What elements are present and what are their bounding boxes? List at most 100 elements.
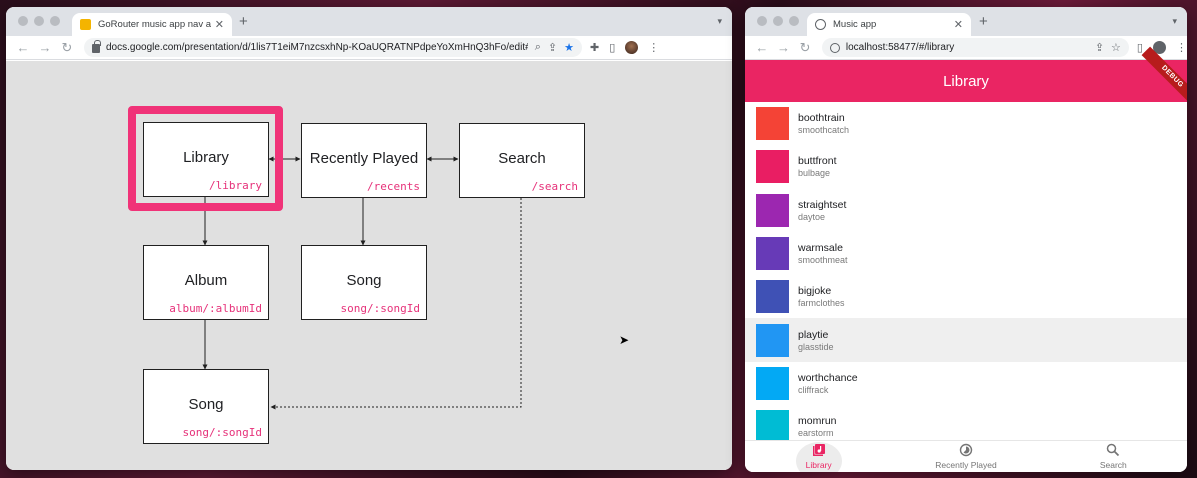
new-tab-plus-icon[interactable]: +	[239, 13, 248, 30]
minimize-window-button[interactable]	[773, 16, 783, 26]
site-info-icon[interactable]	[829, 42, 840, 53]
browser-toolbar: ← → ↻ docs.google.com/presentation/d/1li…	[6, 36, 732, 60]
address-bar[interactable]: localhost:58477/#/library ⇪ ☆	[821, 38, 1129, 57]
box-title: Recently Played	[309, 150, 419, 167]
lock-icon	[92, 40, 101, 53]
nav-label: Recently Played	[935, 460, 997, 470]
box-title: Song	[346, 272, 382, 289]
search-icon	[1106, 443, 1120, 457]
list-item-subtitle: farmclothes	[798, 298, 845, 309]
side-panel-icon[interactable]: ▯	[1136, 42, 1143, 54]
tab-slides[interactable]: GoRouter music app nav animation ✕	[72, 13, 232, 36]
close-window-button[interactable]	[757, 16, 767, 26]
profile-avatar[interactable]	[625, 41, 639, 54]
box-route: song/:songId	[340, 302, 420, 315]
album-color-swatch	[756, 237, 789, 271]
tab-close-icon[interactable]: ✕	[953, 19, 963, 31]
list-item-title: straightset	[798, 198, 847, 211]
library-music-icon	[812, 443, 826, 457]
reload-icon[interactable]: ↻	[799, 39, 811, 55]
back-arrow-icon[interactable]: ←	[755, 39, 769, 55]
tab-strip: GoRouter music app nav animation ✕ + ▾	[6, 7, 732, 36]
album-color-swatch	[756, 193, 789, 227]
share-icon[interactable]: ⇪	[1094, 42, 1105, 54]
diagram-box-song-mid: Song song/:songId	[301, 245, 427, 320]
tab-search-chevron-icon[interactable]: ▾	[717, 16, 722, 26]
library-highlight-frame	[128, 106, 283, 211]
address-text: localhost:58477/#/library	[845, 42, 955, 53]
profile-avatar[interactable]	[1152, 41, 1166, 54]
list-item-title: bigjoke	[798, 285, 832, 298]
box-route: song/:songId	[182, 426, 262, 439]
share-icon[interactable]: ⇪	[547, 42, 558, 54]
box-title: Library	[183, 149, 229, 166]
list-item-subtitle: cliffrack	[798, 384, 829, 395]
forward-arrow-icon[interactable]: →	[38, 39, 52, 55]
side-panel-icon[interactable]: ▯	[609, 42, 616, 54]
new-tab-plus-icon[interactable]: +	[979, 13, 988, 30]
app-bar: Library	[745, 60, 1187, 102]
timelapse-icon	[959, 443, 973, 457]
list-item-subtitle: smoothmeat	[798, 255, 848, 266]
bookmark-star-icon[interactable]: ★	[564, 42, 574, 54]
box-route: album/:albumId	[169, 302, 262, 315]
list-item-title: warmsale	[798, 242, 843, 255]
maximize-window-button[interactable]	[789, 16, 799, 26]
address-bar[interactable]: docs.google.com/presentation/d/1lis7T1ei…	[84, 38, 582, 57]
window-controls	[757, 16, 799, 26]
tab-music-app[interactable]: Music app ✕	[807, 13, 971, 36]
album-color-swatch	[756, 280, 789, 314]
nav-label: Library	[805, 460, 832, 470]
minimize-window-button[interactable]	[34, 16, 44, 26]
maximize-window-button[interactable]	[50, 16, 60, 26]
tab-close-icon[interactable]: ✕	[214, 19, 224, 31]
bookmark-star-icon[interactable]: ☆	[1111, 42, 1121, 54]
nav-item-search[interactable]: Search	[1040, 441, 1187, 472]
list-item-title: buttfront	[798, 155, 837, 168]
nav-item-library[interactable]: Library	[745, 441, 892, 472]
forward-arrow-icon[interactable]: →	[776, 39, 790, 55]
menu-kebab-icon[interactable]: ⋮	[1175, 42, 1187, 54]
app-bar-title: Library	[943, 72, 989, 90]
box-title: Search	[498, 150, 546, 167]
tab-search-chevron-icon[interactable]: ▾	[1172, 16, 1177, 26]
close-window-button[interactable]	[18, 16, 28, 26]
box-title: Song	[188, 396, 224, 413]
tab-strip: Music app ✕ + ▾	[745, 7, 1187, 36]
album-color-swatch	[756, 366, 789, 400]
nav-label: Search	[1099, 460, 1127, 470]
list-item-title: boothtrain	[798, 112, 845, 125]
browser-toolbar: ← → ↻ localhost:58477/#/library ⇪ ☆ ▯ ⋮	[745, 36, 1187, 60]
slides-browser-window: GoRouter music app nav animation ✕ + ▾ ←…	[6, 7, 732, 470]
extensions-puzzle-icon[interactable]: ✚	[590, 42, 600, 54]
address-text: docs.google.com/presentation/d/1lis7T1ei…	[106, 42, 528, 53]
list-item-subtitle: bulbage	[798, 168, 831, 179]
album-color-swatch	[756, 410, 789, 442]
diagram-box-search: Search /search	[459, 123, 585, 198]
zoom-icon[interactable]: ⌕	[534, 41, 541, 53]
list-item-subtitle: smoothcatch	[798, 125, 850, 136]
menu-kebab-icon[interactable]: ⋮	[648, 42, 660, 54]
list-item-title: playtie	[798, 328, 829, 341]
list-item-subtitle: earstorm	[798, 428, 834, 439]
box-title: Album	[184, 272, 228, 289]
reload-icon[interactable]: ↻	[61, 39, 73, 55]
back-arrow-icon[interactable]: ←	[16, 39, 30, 55]
music-app-browser-window: Music app ✕ + ▾ ← → ↻ localhost:58477/#/…	[745, 7, 1187, 472]
nav-item-recently-played[interactable]: Recently Played	[892, 441, 1039, 472]
diagram-box-recents: Recently Played /recents	[301, 123, 427, 198]
list-item-subtitle: glasstide	[798, 341, 834, 352]
